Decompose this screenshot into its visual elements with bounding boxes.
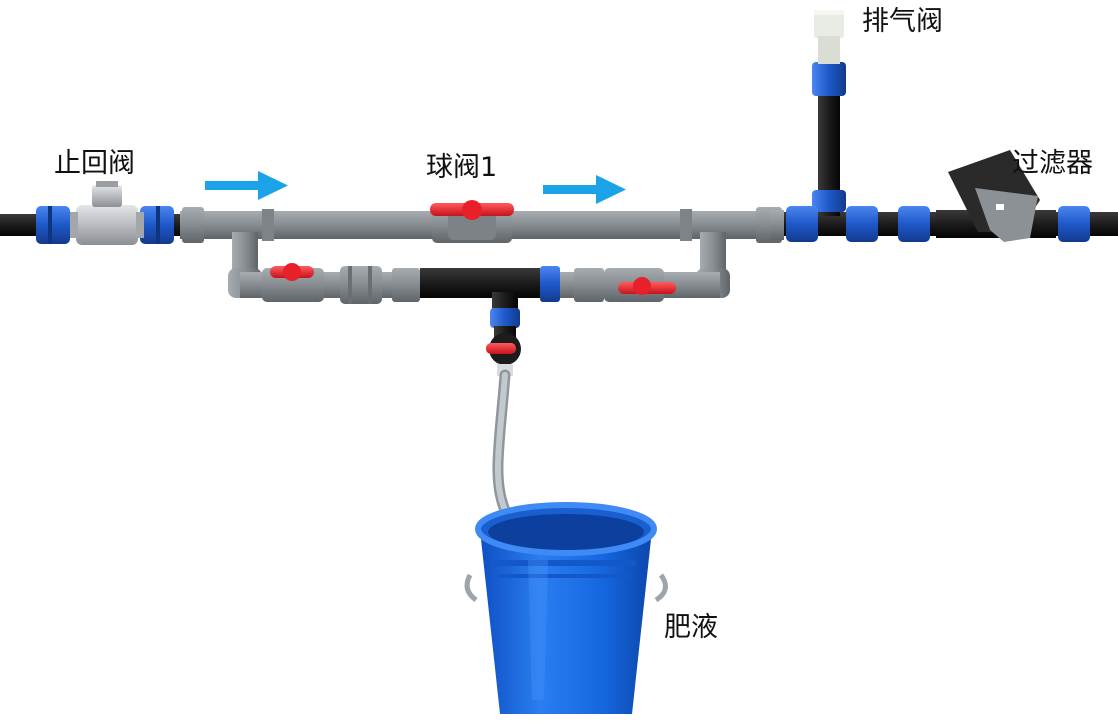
- pvc-to-pe-adapter: [770, 210, 784, 240]
- fertilizer-liquid-label: 肥液: [664, 612, 718, 643]
- exhaust-valve-label: 排气阀: [862, 6, 943, 37]
- flow-arrow-left: [205, 171, 288, 200]
- coupling-left-2: [140, 206, 174, 244]
- ball-valve-1-label: 球阀1: [426, 152, 498, 183]
- coupling-right-4: [1058, 206, 1090, 242]
- check-valve: [70, 181, 144, 245]
- ball-valve-1: [430, 200, 514, 243]
- coupling-right-3: [898, 206, 930, 242]
- venturi-injector: [420, 266, 560, 328]
- coupling-right-1: [786, 206, 818, 242]
- bypass-ball-valve-right: [604, 268, 676, 302]
- fertilizer-bucket: [464, 502, 668, 714]
- check-valve-label: 止回阀: [54, 148, 135, 179]
- y-filter: [936, 150, 1056, 242]
- filter-label: 过滤器: [1012, 148, 1093, 179]
- suction-valve: [486, 326, 521, 376]
- flow-arrow-right: [543, 175, 626, 204]
- coupling-right-2: [846, 206, 878, 242]
- bypass-ball-valve-left: [262, 263, 324, 302]
- exhaust-valve: [814, 10, 844, 64]
- coupling-left-1: [36, 206, 70, 244]
- exhaust-riser: [812, 62, 846, 216]
